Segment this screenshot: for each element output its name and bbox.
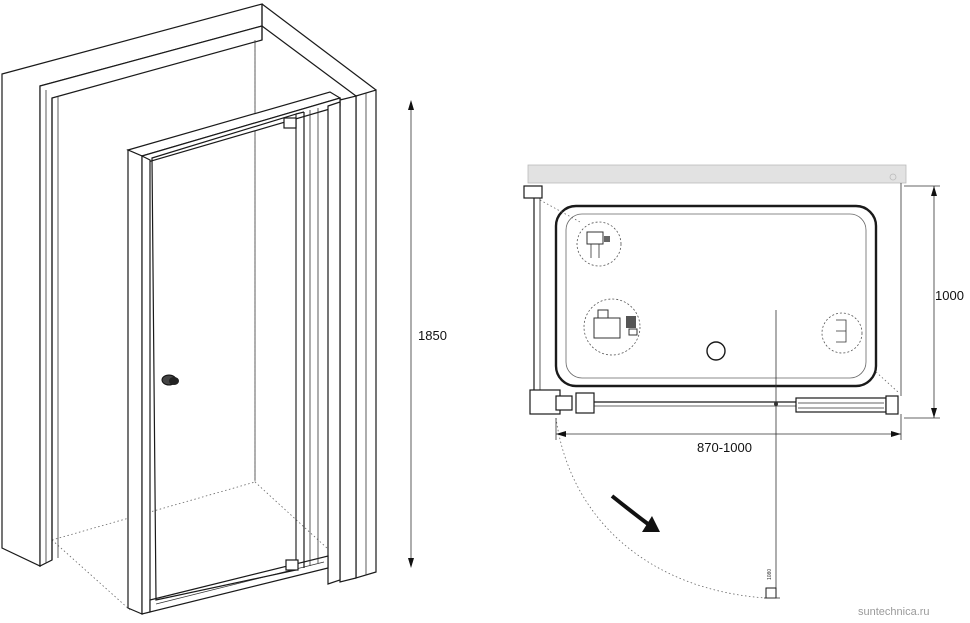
depth-dimension — [904, 185, 940, 419]
perspective-view — [1, 3, 377, 615]
detail-circle-right — [821, 312, 863, 354]
door-swing-arc — [555, 417, 767, 599]
pivot-mark-label: 1080 — [767, 569, 773, 580]
watermark-text: suntechnica.ru — [858, 606, 930, 618]
height-dimension — [408, 100, 414, 568]
top-hinge-icon — [283, 117, 297, 129]
detail-circle-top-left — [576, 221, 622, 267]
pivot-marker — [764, 587, 780, 599]
fixed-side-panel — [51, 96, 59, 560]
door-frame — [126, 91, 342, 615]
plan-back-wall — [527, 164, 907, 184]
width-label: 870-1000 — [697, 440, 752, 455]
detail-circle-middle-left — [583, 298, 641, 356]
swing-direction-arrow-icon — [610, 494, 660, 532]
drain-icon — [706, 341, 726, 361]
door-handle-icon — [161, 374, 179, 386]
plan-door-rail — [529, 389, 899, 415]
width-dimension — [555, 414, 902, 440]
floor-outline — [51, 481, 341, 611]
right-wall — [339, 89, 377, 583]
door-leaf — [151, 108, 319, 601]
depth-label: 1000 — [935, 288, 964, 303]
plan-wall-profile-top — [523, 185, 543, 199]
shower-tray-inner — [565, 213, 867, 379]
height-label: 1850 — [418, 328, 447, 343]
bottom-hinge-icon — [285, 559, 299, 571]
plan-view: 1080 — [523, 164, 940, 599]
